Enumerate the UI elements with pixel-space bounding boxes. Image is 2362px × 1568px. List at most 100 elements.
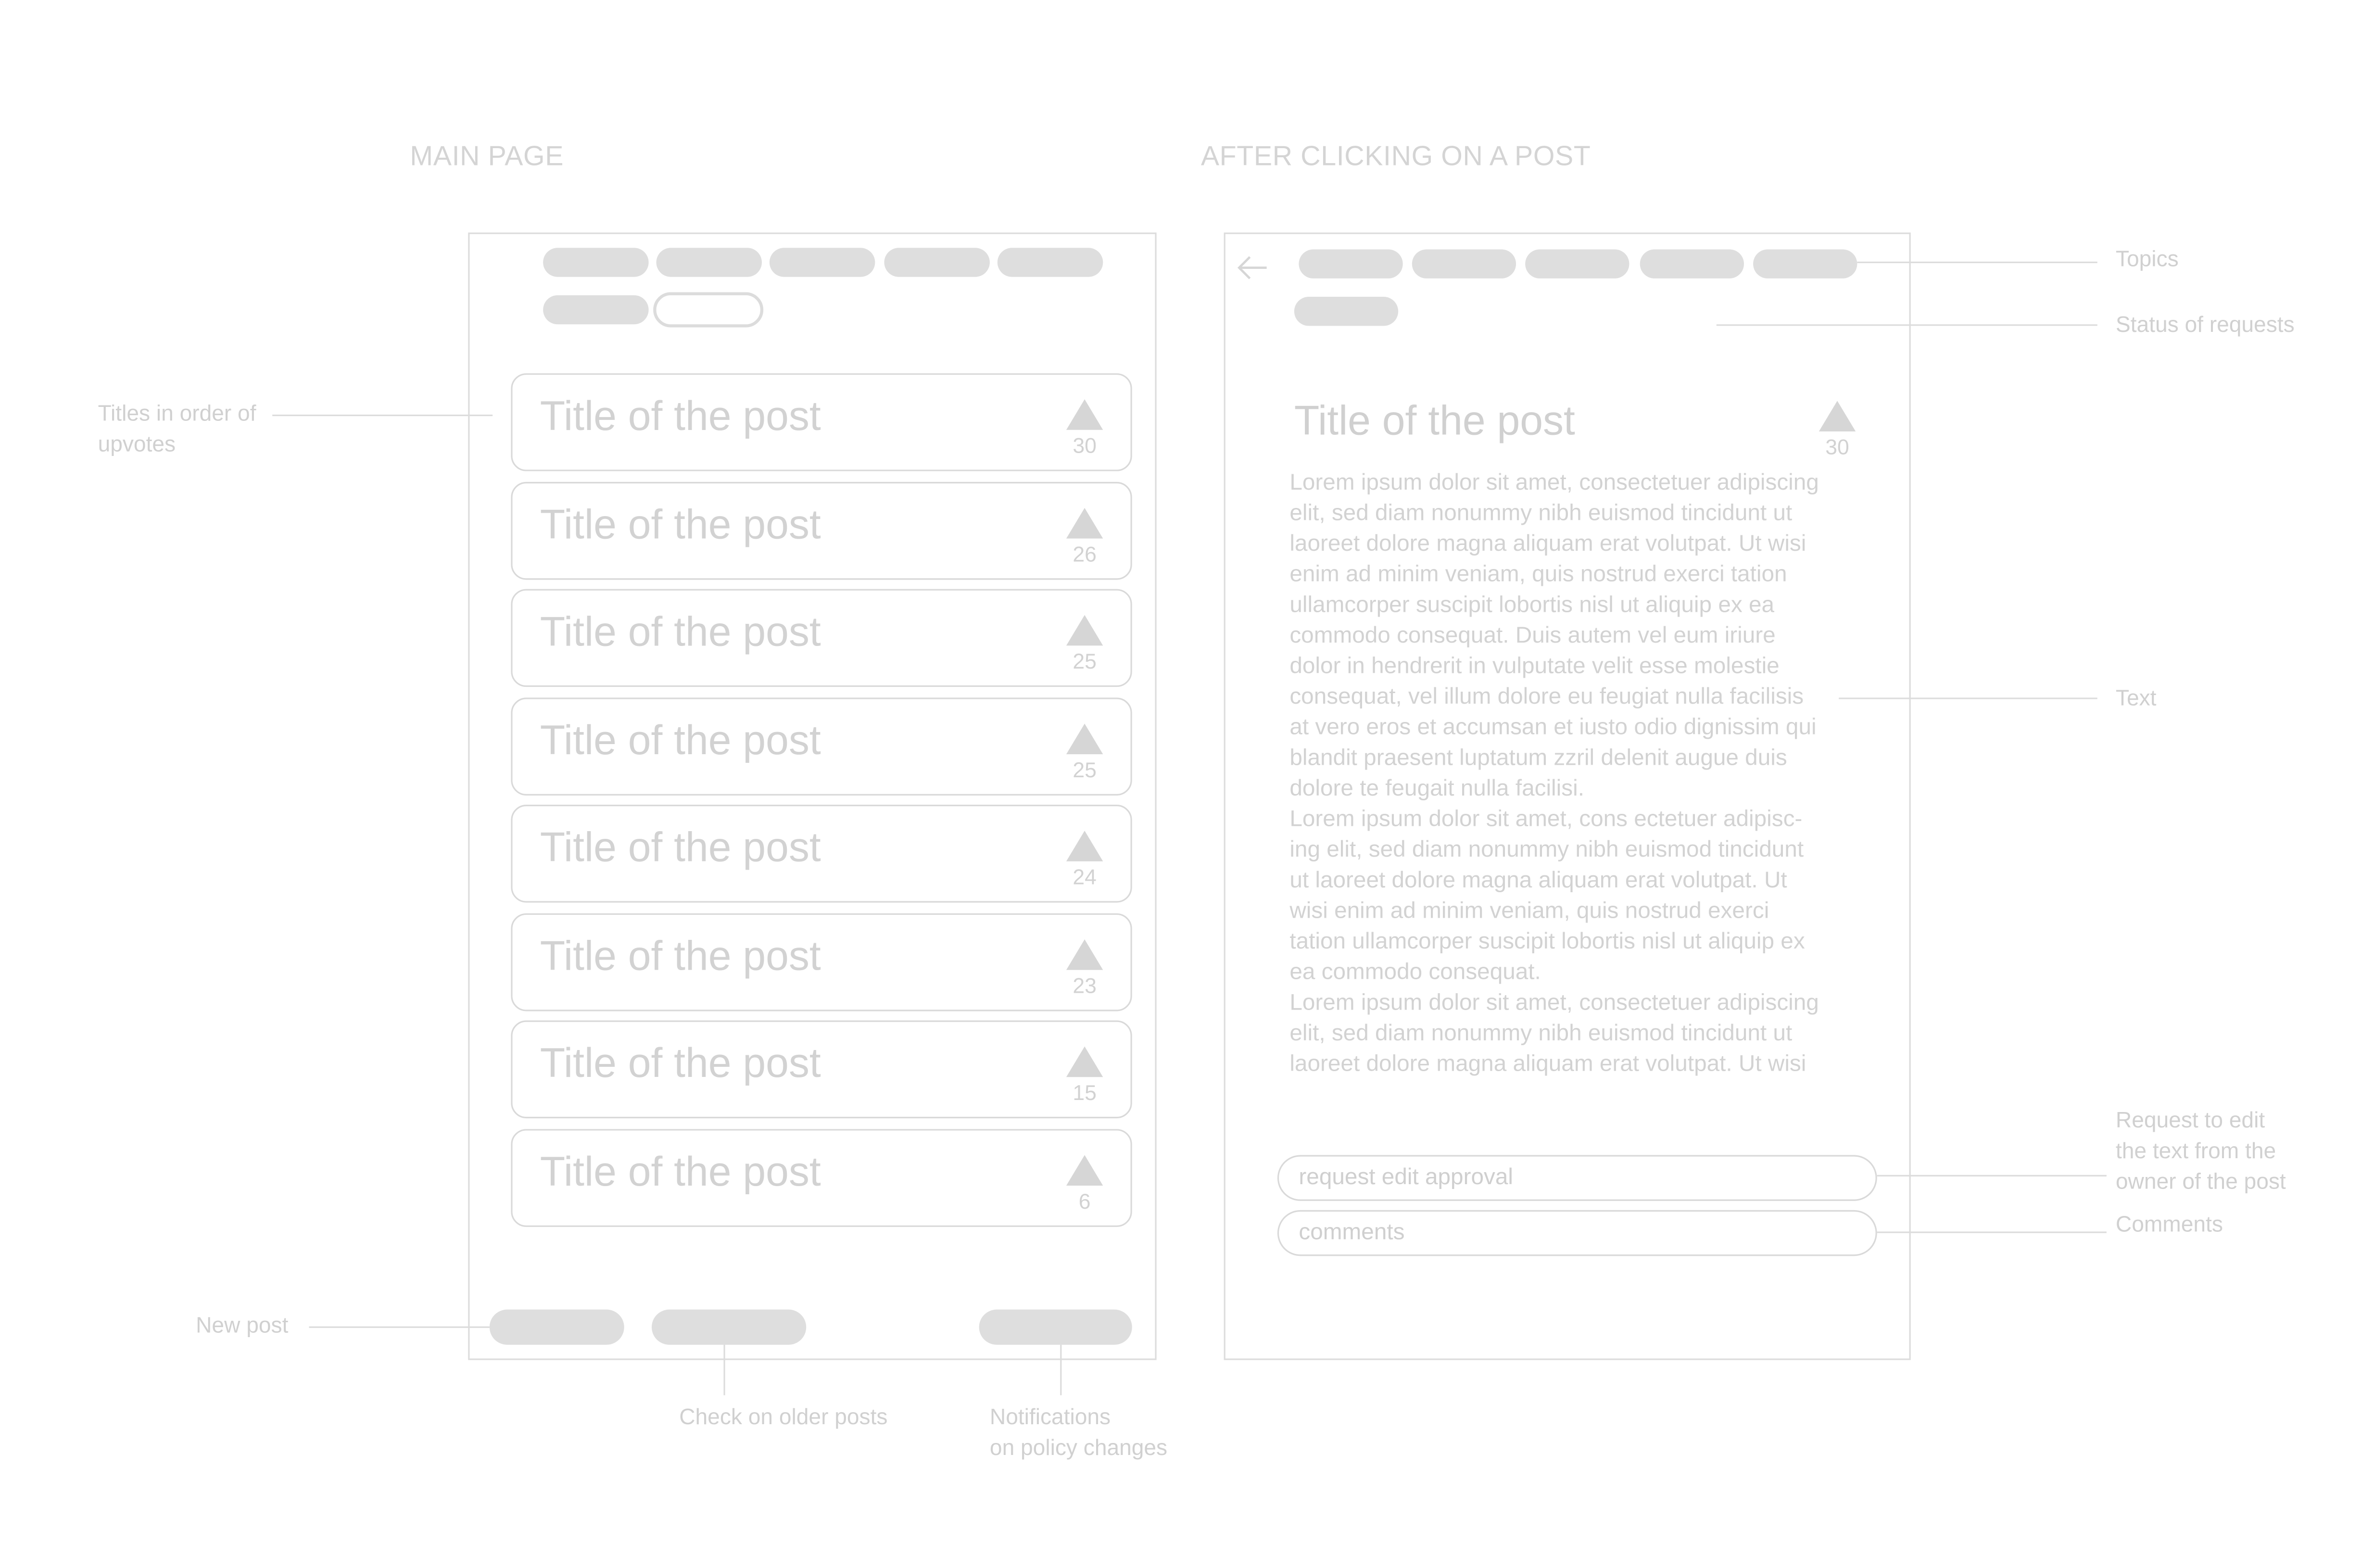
upvote-count: 25 (1073, 757, 1097, 782)
main-page-heading: MAIN PAGE (410, 140, 564, 172)
upvote-icon[interactable] (1066, 615, 1103, 646)
main-page-frame (468, 232, 1157, 1360)
note-line: the text from the (2115, 1139, 2276, 1164)
topic-pill[interactable] (1640, 249, 1744, 278)
body-line: laoreet dolore magna aliquam erat volutp… (1289, 1051, 1806, 1077)
topic-pill[interactable] (543, 248, 649, 277)
note-comments: Comments (2115, 1213, 2223, 1238)
body-line: laoreet dolore magna aliquam erat volutp… (1289, 531, 1806, 557)
post-card[interactable]: Title of the post 24 (511, 805, 1132, 903)
topic-pill-selected[interactable] (653, 292, 764, 328)
body-line: at vero eros et accumsan et iusto odio d… (1289, 714, 1817, 741)
note-line: on policy changes (989, 1436, 1168, 1461)
topic-pill[interactable] (769, 248, 875, 277)
comments-field[interactable]: comments (1277, 1210, 1877, 1256)
body-line: dolor in hendrerit in vulputate velit es… (1289, 653, 1780, 680)
body-line: ea commodo consequat. (1289, 959, 1541, 986)
note-line: Titles in order of (98, 402, 256, 427)
post-title: Title of the post (540, 717, 821, 764)
post-title: Title of the post (1294, 397, 1575, 444)
note-line: Request to edit (2115, 1109, 2265, 1134)
topic-pill[interactable] (656, 248, 762, 277)
post-title: Title of the post (540, 393, 821, 439)
body-line: ut laoreet dolore magna aliquam erat vol… (1289, 867, 1787, 894)
upvote-count: 6 (1078, 1189, 1091, 1214)
body-line: enim ad minim veniam, quis nostrud exerc… (1289, 561, 1787, 588)
left-arrow-icon[interactable] (1236, 254, 1270, 281)
note-line: owner of the post (2115, 1170, 2286, 1195)
upvote-icon[interactable] (1066, 1046, 1103, 1077)
post-card[interactable]: Title of the post 30 (511, 373, 1132, 471)
body-line: Lorem ipsum dolor sit amet, consectetuer… (1289, 989, 1819, 1016)
post-page-heading: AFTER CLICKING ON A POST (1200, 140, 1591, 172)
post-card[interactable]: Title of the post 26 (511, 481, 1132, 580)
upvote-icon[interactable] (1066, 939, 1103, 970)
new-post-button[interactable] (489, 1309, 624, 1345)
topic-pill[interactable] (1525, 249, 1629, 278)
post-card[interactable]: Title of the post 15 (511, 1020, 1132, 1119)
post-page-frame (1224, 232, 1911, 1360)
body-line: tation ullamcorper suscipit lobortis nis… (1289, 928, 1805, 955)
post-title: Title of the post (540, 502, 821, 548)
leader-line (272, 414, 493, 417)
leader-line (723, 1344, 725, 1395)
upvote-icon[interactable] (1819, 401, 1856, 431)
note-line: upvotes (98, 433, 176, 458)
post-title: Title of the post (540, 1040, 821, 1087)
note-status: Status of requests (2115, 314, 2295, 338)
topic-pill[interactable] (1412, 249, 1516, 278)
note-topics: Topics (2115, 248, 2179, 273)
older-posts-button[interactable] (651, 1309, 807, 1345)
notifications-button[interactable] (979, 1309, 1132, 1345)
topic-pill[interactable] (997, 248, 1103, 277)
topic-pill[interactable] (884, 248, 990, 277)
leader-line (1060, 1344, 1062, 1395)
topic-pill[interactable] (543, 295, 649, 325)
note-older-posts: Check on older posts (679, 1406, 888, 1430)
post-card[interactable]: Title of the post 25 (511, 697, 1132, 796)
post-body-text: Lorem ipsum dolor sit amet, consectetuer… (1289, 468, 1886, 1080)
upvote-count: 30 (1073, 433, 1097, 458)
post-title: Title of the post (540, 824, 821, 871)
post-card[interactable]: Title of the post 6 (511, 1129, 1132, 1227)
post-card[interactable]: Title of the post 25 (511, 589, 1132, 687)
body-line: blandit praesent luptatum zzril delenit … (1289, 745, 1787, 771)
upvote-count: 24 (1073, 864, 1097, 889)
body-line: consequat, vel illum dolore eu feugiat n… (1289, 683, 1804, 710)
upvote-count: 25 (1073, 648, 1097, 673)
upvote-count: 23 (1073, 973, 1097, 998)
body-line: commodo consequat. Duis autem vel eum ir… (1289, 622, 1776, 649)
upvote-icon[interactable] (1066, 507, 1103, 539)
body-line: dolore te feugait nulla facilisi. (1289, 775, 1585, 802)
post-title: Title of the post (540, 608, 821, 655)
body-line: ing elit, sed diam nonummy nibh euismod … (1289, 836, 1804, 863)
upvote-count: 15 (1073, 1080, 1097, 1105)
leader-line (1857, 261, 2097, 264)
leader-line (1877, 1231, 2107, 1233)
leader-line (1839, 697, 2097, 699)
post-title: Title of the post (540, 933, 821, 979)
upvote-count: 26 (1073, 541, 1097, 566)
leader-line (1877, 1175, 2107, 1176)
body-line: ullamcorper suscipit lobortis nisl ut al… (1289, 592, 1775, 619)
note-titles-order: Titles in order of upvotes (98, 399, 256, 460)
upvote-icon[interactable] (1066, 1155, 1103, 1186)
topic-pill[interactable] (1299, 249, 1403, 278)
body-line: Lorem ipsum dolor sit amet, cons ectetue… (1289, 806, 1803, 833)
body-line: elit, sed diam nonummy nibh euismod tinc… (1289, 500, 1793, 527)
note-new-post: New post (196, 1314, 289, 1339)
upvote-icon[interactable] (1066, 831, 1103, 861)
request-edit-label: request edit approval (1299, 1164, 1514, 1190)
comments-label: comments (1299, 1219, 1405, 1246)
topic-pill[interactable] (1753, 249, 1857, 278)
request-edit-button[interactable]: request edit approval (1277, 1155, 1877, 1201)
upvote-icon[interactable] (1066, 399, 1103, 430)
post-card[interactable]: Title of the post 23 (511, 913, 1132, 1012)
upvote-icon[interactable] (1066, 723, 1103, 755)
status-pill[interactable] (1294, 297, 1399, 326)
post-title: Title of the post (540, 1149, 821, 1195)
note-line: Notifications (989, 1406, 1111, 1430)
leader-line (309, 1326, 490, 1328)
upvote-count: 30 (1825, 434, 1849, 459)
